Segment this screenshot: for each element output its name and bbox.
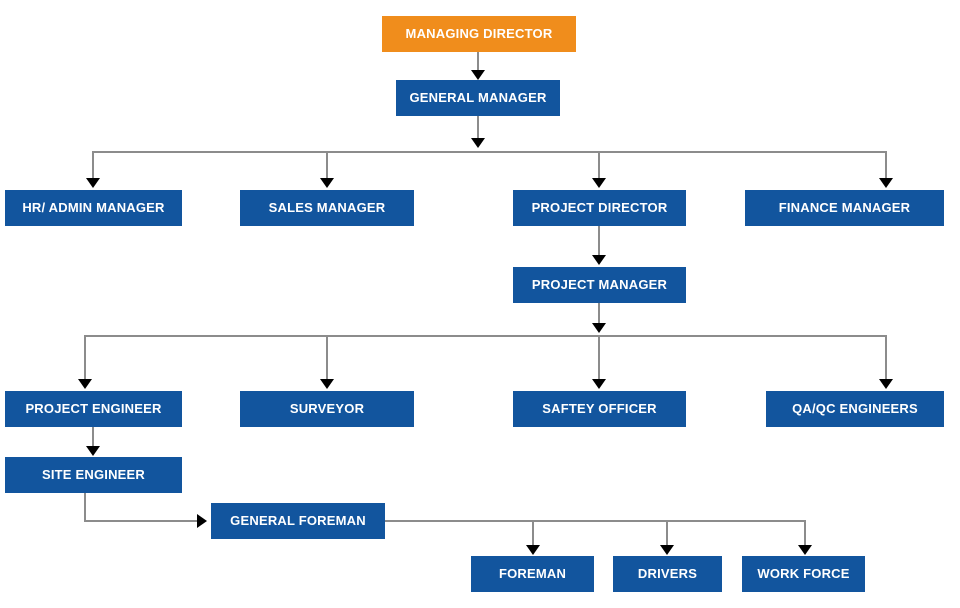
- bus-level8: [385, 520, 806, 522]
- node-project-director[interactable]: PROJECT DIRECTOR: [513, 190, 686, 226]
- node-sales-manager[interactable]: SALES MANAGER: [240, 190, 414, 226]
- node-surveyor[interactable]: SURVEYOR: [240, 391, 414, 427]
- connector-bus-to-saftey-officer: [598, 335, 600, 379]
- node-drivers[interactable]: DRIVERS: [613, 556, 722, 592]
- node-managing-director[interactable]: MANAGING DIRECTOR: [382, 16, 576, 52]
- bus-level5: [85, 335, 887, 337]
- connector-bus-to-sales: [326, 151, 328, 183]
- arrowhead-hr: [86, 178, 100, 188]
- connector-bus-to-hr: [92, 151, 94, 183]
- connector-se-to-gf: [84, 520, 198, 522]
- arrowhead-pm-bus: [592, 323, 606, 333]
- node-label-project-director: PROJECT DIRECTOR: [531, 199, 668, 215]
- arrowhead-general-foreman: [197, 514, 207, 528]
- node-label-sales-manager: SALES MANAGER: [268, 199, 386, 215]
- arrowhead-work-force: [798, 545, 812, 555]
- arrowhead-saftey-officer: [592, 379, 606, 389]
- arrowhead-sales: [320, 178, 334, 188]
- node-label-project-engineer: PROJECT ENGINEER: [25, 400, 162, 416]
- node-general-foreman[interactable]: GENERAL FOREMAN: [211, 503, 385, 539]
- arrowhead-qaqc: [879, 379, 893, 389]
- connector-bus-to-foreman: [532, 520, 534, 547]
- connector-bus-to-drivers: [666, 520, 668, 547]
- connector-bus-to-surveyor: [326, 335, 328, 379]
- node-work-force[interactable]: WORK FORCE: [742, 556, 865, 592]
- node-hr-admin-manager[interactable]: HR/ ADMIN MANAGER: [5, 190, 182, 226]
- connector-bus-to-work-force: [804, 520, 806, 547]
- node-project-manager[interactable]: PROJECT MANAGER: [513, 267, 686, 303]
- node-saftey-officer[interactable]: SAFTEY OFFICER: [513, 391, 686, 427]
- arrowhead-project-director: [592, 178, 606, 188]
- node-label-foreman: FOREMAN: [498, 565, 567, 581]
- node-finance-manager[interactable]: FINANCE MANAGER: [745, 190, 944, 226]
- node-label-drivers: DRIVERS: [637, 565, 698, 581]
- arrowhead-finance: [879, 178, 893, 188]
- node-foreman[interactable]: FOREMAN: [471, 556, 594, 592]
- connector-md-to-gm: [477, 51, 479, 73]
- connector-pm-down: [598, 303, 600, 326]
- node-label-general-manager: GENERAL MANAGER: [409, 89, 547, 105]
- arrowhead-drivers: [660, 545, 674, 555]
- node-label-general-foreman: GENERAL FOREMAN: [230, 512, 366, 528]
- node-label-work-force: WORK FORCE: [757, 565, 850, 581]
- node-label-site-engineer: SITE ENGINEER: [41, 466, 145, 482]
- connector-bus-to-project-director: [598, 151, 600, 183]
- node-label-hr-admin-manager: HR/ ADMIN MANAGER: [22, 199, 165, 215]
- node-project-engineer[interactable]: PROJECT ENGINEER: [5, 391, 182, 427]
- node-label-finance-manager: FINANCE MANAGER: [778, 199, 911, 215]
- connector-bus-to-finance: [885, 151, 887, 183]
- node-label-project-manager: PROJECT MANAGER: [531, 276, 668, 292]
- arrowhead-project-engineer: [78, 379, 92, 389]
- node-site-engineer[interactable]: SITE ENGINEER: [5, 457, 182, 493]
- arrowhead-site-engineer: [86, 446, 100, 456]
- bus-level3: [93, 151, 887, 153]
- arrowhead-foreman: [526, 545, 540, 555]
- connector-pe-to-se: [92, 426, 94, 448]
- node-qa-qc-engineers[interactable]: QA/QC ENGINEERS: [766, 391, 944, 427]
- arrowhead-project-manager: [592, 255, 606, 265]
- connector-pd-to-pm: [598, 226, 600, 256]
- node-label-surveyor: SURVEYOR: [289, 400, 365, 416]
- node-label-qa-qc-engineers: QA/QC ENGINEERS: [792, 400, 918, 416]
- arrowhead-gm: [471, 70, 485, 80]
- node-label-saftey-officer: SAFTEY OFFICER: [542, 400, 657, 416]
- connector-gm-down: [477, 116, 479, 140]
- node-label-managing-director: MANAGING DIRECTOR: [405, 25, 553, 41]
- connector-se-down: [84, 492, 86, 522]
- connector-bus-to-qaqc: [885, 335, 887, 379]
- arrowhead-gm-bus: [471, 138, 485, 148]
- connector-bus-to-project-engineer: [84, 335, 86, 379]
- arrowhead-surveyor: [320, 379, 334, 389]
- node-general-manager[interactable]: GENERAL MANAGER: [396, 80, 560, 116]
